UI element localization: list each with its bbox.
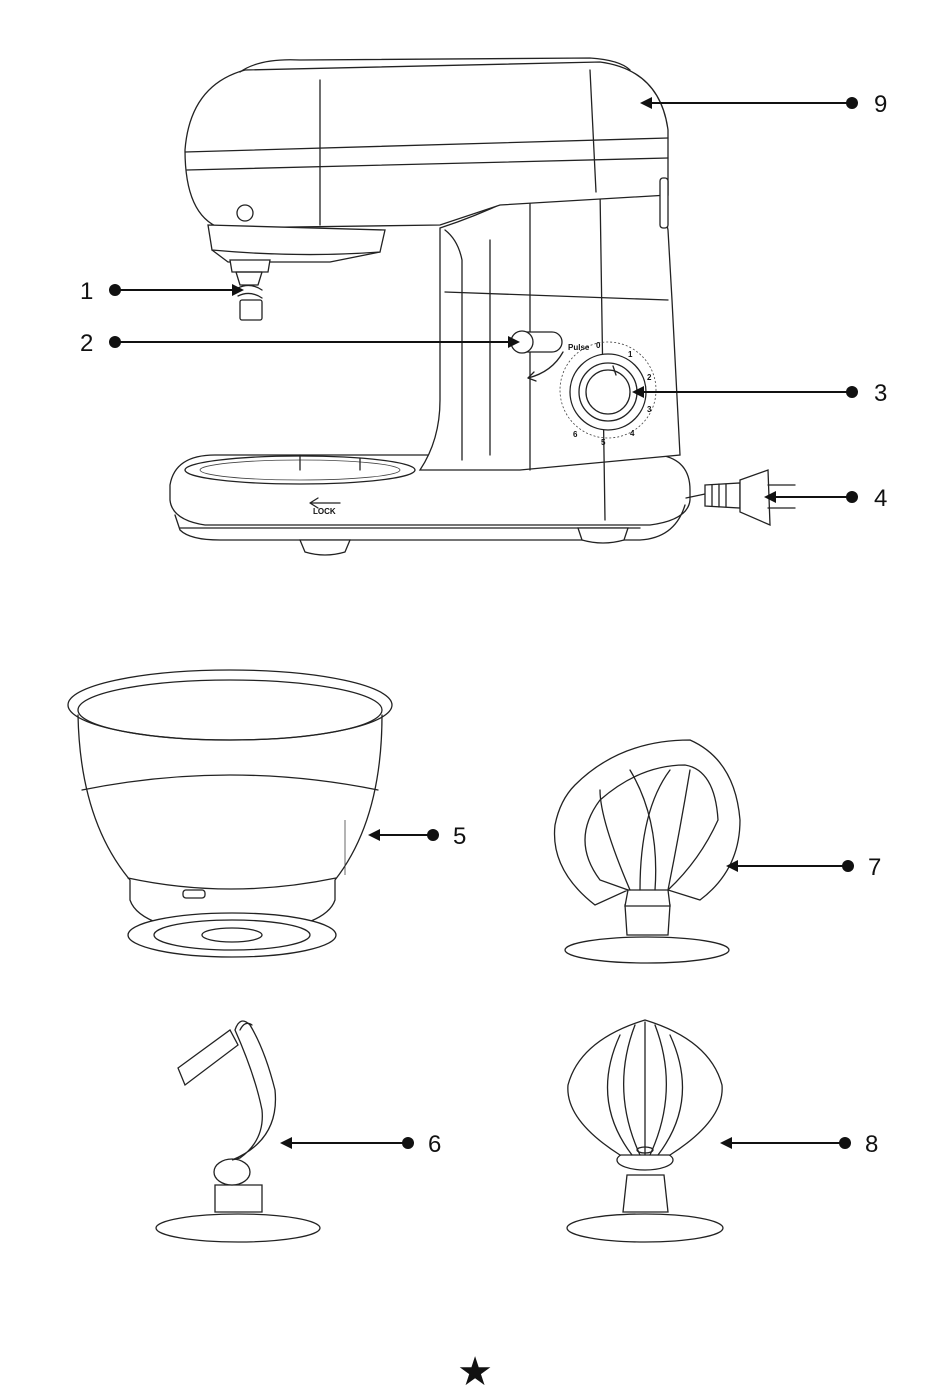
callout-5: 5 <box>453 823 466 850</box>
callout-6: 6 <box>428 1131 441 1158</box>
callout-1: 1 <box>80 278 93 305</box>
lock-marking: LOCK <box>313 507 336 516</box>
speed-mark-5: 5 <box>601 438 606 447</box>
callout-7: 7 <box>868 854 881 881</box>
mixing-bowl <box>68 670 392 957</box>
dough-hook <box>156 1021 320 1242</box>
speed-mark-6: 6 <box>573 430 578 439</box>
flat-beater <box>555 740 741 963</box>
callout-3: 3 <box>874 380 887 407</box>
speed-mark-2: 2 <box>647 373 652 382</box>
speed-mark-4: 4 <box>630 429 635 438</box>
speed-mark-0: 0 <box>596 341 601 350</box>
callout-2: 2 <box>80 330 93 357</box>
wire-whisk <box>567 1020 723 1242</box>
stand-mixer <box>170 58 795 555</box>
callout-8: 8 <box>865 1131 878 1158</box>
callout-9: 9 <box>874 91 887 118</box>
pulse-marking: Pulse <box>568 343 590 352</box>
speed-mark-3: 3 <box>647 405 652 414</box>
star-icon: ★ <box>457 1349 493 1392</box>
speed-mark-1: 1 <box>628 350 633 359</box>
callout-4: 4 <box>874 485 887 512</box>
